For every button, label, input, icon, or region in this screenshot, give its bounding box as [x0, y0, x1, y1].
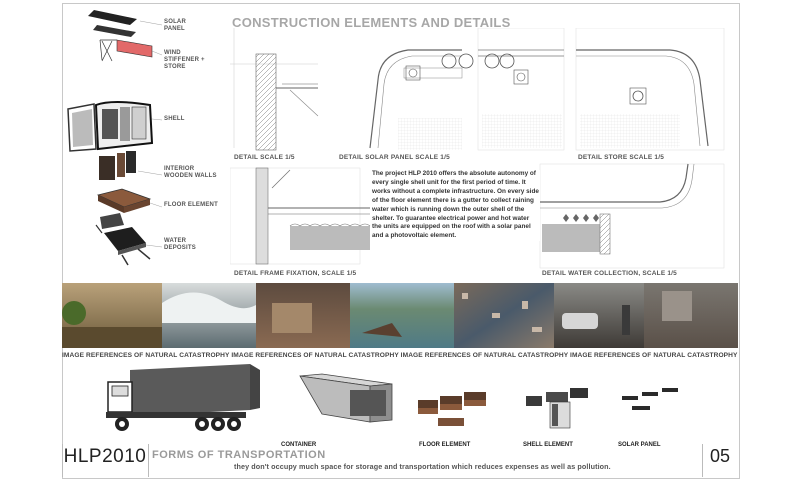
project-description: The project HLP 2010 offers the absolute… — [372, 170, 540, 242]
water-deposits-drawing — [104, 227, 146, 251]
transport-description: they don't occupy much space for storage… — [234, 462, 611, 471]
container-drawing — [299, 373, 393, 423]
shell-drawing — [67, 101, 154, 152]
brand-logo-text: HLP2010 — [63, 446, 147, 467]
brand-divider-right — [148, 444, 149, 477]
caption-detail-store: DETAIL STORE SCALE 1/5 — [578, 154, 665, 161]
detail-drawings — [230, 28, 725, 269]
solar-panel-drawing — [88, 10, 137, 25]
detail-store-drawing — [477, 28, 565, 151]
detail-water-collection-drawing — [539, 163, 725, 269]
detail-solar-panel-drawing — [369, 49, 474, 150]
caption-shell-element: SHELL ELEMENT — [523, 442, 573, 448]
wind-stiffener-drawing — [116, 39, 153, 58]
brand-divider-left — [62, 444, 63, 477]
solar-panel-stack-drawing — [622, 388, 678, 410]
shell-element-stack-drawing — [526, 388, 588, 429]
caption-detail-scale: DETAIL SCALE 1/5 — [234, 154, 295, 161]
label-floor-element: FLOOR ELEMENT — [164, 202, 218, 208]
interior-walls-drawing — [99, 151, 136, 180]
caption-detail-frame-fixation: DETAIL FRAME FIXATION, SCALE 1/5 — [234, 270, 357, 277]
detail-frame-fixation-drawing — [230, 167, 371, 265]
reference-caption: IMAGE REFERENCES OF NATURAL CATASTROPHY … — [62, 352, 738, 359]
page-title: CONSTRUCTION ELEMENTS AND DETAILS — [232, 15, 511, 30]
caption-detail-water-collection: DETAIL WATER COLLECTION, SCALE 1/5 — [542, 270, 678, 277]
caption-container: CONTAINER — [281, 442, 317, 448]
transport-drawings — [106, 364, 678, 431]
component-exploded-drawing — [67, 10, 162, 266]
page-number-divider — [702, 444, 703, 477]
page-number: 05 — [709, 446, 731, 466]
label-shell: SHELL — [164, 116, 185, 122]
label-water-deposits: WATER DEPOSITS — [164, 238, 196, 251]
caption-floor-element: FLOOR ELEMENT — [419, 442, 471, 448]
label-wind-stiffener: WIND STIFFENER + STORE — [164, 50, 205, 70]
catastrophe-photo-strip — [62, 283, 738, 348]
section-title: FORMS OF TRANSPORTATION — [152, 449, 326, 461]
label-solar-panel: SOLAR PANEL — [164, 19, 186, 32]
caption-solar-panel: SOLAR PANEL — [618, 442, 661, 448]
truck-drawing — [106, 364, 260, 431]
detail-scale-drawing — [230, 28, 319, 151]
label-interior-walls: INTERIOR WOODEN WALLS — [164, 166, 217, 179]
detail-store-close-drawing — [575, 28, 725, 151]
caption-detail-solar-panel: DETAIL SOLAR PANEL SCALE 1/5 — [339, 154, 450, 161]
floor-element-stack-drawing — [418, 392, 486, 426]
